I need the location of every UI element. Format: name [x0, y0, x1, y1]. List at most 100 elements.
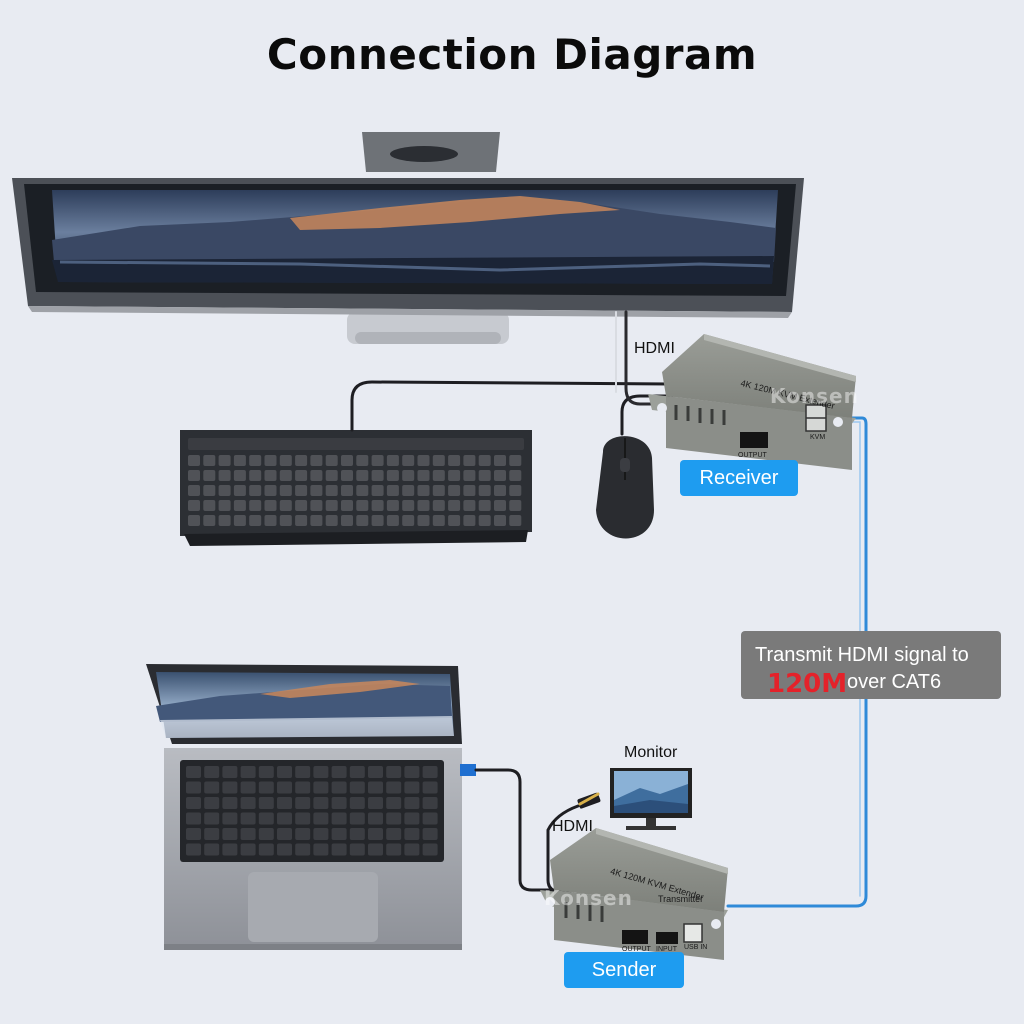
keyboard-key — [494, 515, 506, 526]
keyboard-key — [295, 470, 308, 481]
laptop-key — [222, 766, 238, 778]
keyboard-key — [218, 515, 231, 526]
keyboard-key — [233, 515, 246, 526]
keyboard-key — [295, 500, 308, 511]
laptop-key — [404, 812, 420, 825]
receiver-brand-watermark: Konsen — [770, 384, 859, 408]
keyboard-key — [264, 515, 277, 526]
receiver-badge: Receiver — [680, 460, 798, 496]
keyboard-key — [279, 515, 292, 526]
keyboard-key — [295, 455, 308, 466]
keyboard-key — [356, 500, 369, 511]
laptop-key — [258, 797, 274, 809]
keyboard-key — [417, 515, 430, 526]
keyboard-key — [203, 515, 216, 526]
keyboard-key — [509, 470, 522, 481]
callout-distance: 120M — [767, 669, 848, 699]
keyboard-key — [478, 515, 491, 526]
laptop-key — [313, 828, 329, 840]
laptop-key — [331, 812, 347, 825]
laptop-key — [313, 797, 329, 809]
keyboard-key — [356, 485, 369, 496]
keyboard-key — [448, 455, 461, 466]
sender-brand-watermark: Konsen — [544, 886, 633, 910]
keyboard-key — [386, 455, 399, 466]
keyboard-key — [203, 470, 216, 481]
keyboard-key — [448, 470, 461, 481]
keyboard-key — [325, 455, 338, 466]
keyboard-key — [494, 500, 506, 511]
keyboard-key — [402, 455, 415, 466]
keyboard-key — [218, 500, 231, 511]
laptop-key — [295, 843, 311, 856]
keyboard-key — [188, 500, 200, 511]
keyboard-key — [432, 470, 445, 481]
laptop-key — [349, 812, 365, 825]
laptop-key — [295, 781, 311, 794]
keyboard-key — [463, 455, 476, 466]
laptop-key — [204, 812, 220, 825]
keyboard-key — [417, 455, 430, 466]
keyboard-key — [218, 455, 231, 466]
keyboard-key — [356, 515, 369, 526]
laptop-key — [349, 828, 365, 840]
callout-line1: Transmit HDMI signal to — [755, 644, 969, 666]
keyboard-key — [203, 500, 216, 511]
keyboard-key — [218, 470, 231, 481]
keyboard-key — [279, 470, 292, 481]
sender-device — [540, 828, 728, 960]
keyboard-key — [509, 500, 522, 511]
keyboard-key — [233, 485, 246, 496]
laptop-key — [422, 828, 438, 840]
keyboard-key — [478, 470, 491, 481]
laptop-key — [258, 766, 274, 778]
keyboard-key — [203, 455, 216, 466]
keyboard-key — [494, 455, 506, 466]
laptop-key — [204, 843, 220, 856]
laptop-key — [331, 781, 347, 794]
keyboard-key — [463, 500, 476, 511]
keyboard-key — [402, 515, 415, 526]
keyboard-key — [494, 470, 506, 481]
keyboard-key — [448, 485, 461, 496]
laptop-key — [422, 843, 438, 856]
keyboard-key — [233, 500, 246, 511]
sender-input-port-label: INPUT — [656, 946, 677, 953]
laptop-key — [277, 828, 292, 840]
top-cables — [350, 310, 868, 908]
keyboard-key — [432, 500, 445, 511]
laptop-key — [349, 843, 365, 856]
keyboard-key — [432, 455, 445, 466]
keyboard-key — [371, 455, 384, 466]
callout-line2: over CAT6 — [847, 671, 942, 693]
keyboard-key — [386, 485, 399, 496]
laptop-key — [186, 781, 201, 794]
diagram-title: Connection Diagram — [266, 30, 758, 79]
keyboard-key — [356, 455, 369, 466]
keyboard-key — [386, 500, 399, 511]
laptop-key — [422, 766, 438, 778]
laptop-key — [386, 766, 402, 778]
keyboard-key — [341, 485, 353, 496]
keyboard-key — [386, 515, 399, 526]
laptop-key — [240, 781, 256, 794]
transmitter-tag: Transmitter — [658, 894, 704, 904]
laptop-key — [349, 797, 365, 809]
keyboard-key — [188, 515, 200, 526]
keyboard-key — [295, 485, 308, 496]
laptop-key — [204, 766, 220, 778]
hdmi-monitor — [610, 768, 692, 830]
laptop-key — [240, 797, 256, 809]
receiver-device — [648, 334, 856, 470]
laptop-key — [240, 828, 256, 840]
laptop-key — [295, 766, 311, 778]
keyboard-key — [463, 485, 476, 496]
keyboard-key — [188, 455, 200, 466]
keyboard-key — [249, 515, 262, 526]
keyboard-key — [233, 470, 246, 481]
transmission-callout: Transmit HDMI signal to 120M over CAT6 — [741, 631, 1001, 699]
laptop-key — [386, 781, 402, 794]
laptop-key — [186, 797, 201, 809]
keyboard-key — [402, 485, 415, 496]
keyboard-key — [264, 500, 277, 511]
